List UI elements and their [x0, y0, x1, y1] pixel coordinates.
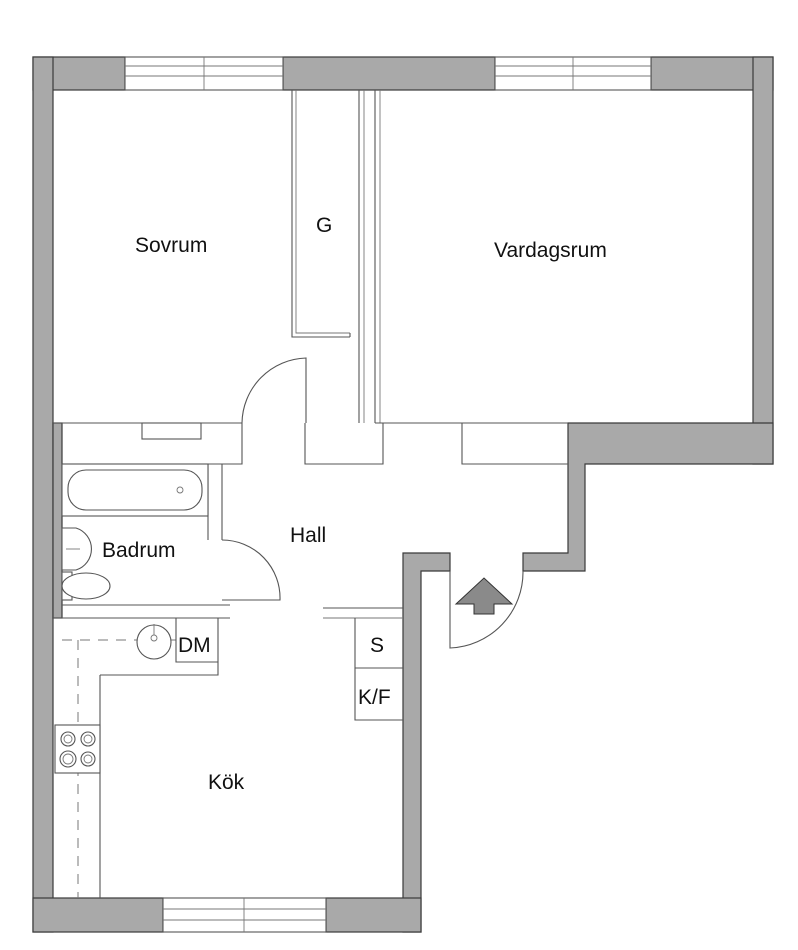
bath-sink-icon [61, 527, 92, 571]
door-badrum [221, 539, 281, 601]
windows [124, 56, 652, 933]
room-label-badrum: Badrum [102, 539, 176, 562]
sink-icon [136, 624, 172, 660]
fixtures [54, 463, 514, 774]
room-label-garderob: G [316, 214, 332, 237]
wall-bath-left-dark [52, 422, 63, 619]
wall-bottom-left [32, 897, 164, 933]
window-bottom [162, 897, 327, 933]
room-label-dm: DM [178, 634, 211, 657]
room-label-kf: K/F [358, 686, 391, 709]
room-label-sovrum: Sovrum [135, 234, 207, 257]
stove-icon [54, 724, 101, 774]
door-sovrum [241, 357, 307, 424]
toilet-icon [61, 571, 111, 601]
room-label-vardagsrum: Vardagsrum [494, 239, 607, 262]
room-label-hall: Hall [290, 524, 326, 547]
entrance-arrow-icon [454, 577, 514, 615]
wall-bottom-right [325, 897, 422, 933]
walls [32, 56, 774, 933]
room-label-kok: Kök [208, 771, 245, 794]
door-entrance [449, 570, 524, 649]
wall-entrance-kitchen [402, 552, 451, 933]
wall-right-step [522, 422, 774, 572]
wall-left [32, 56, 54, 933]
wall-right-upper [752, 56, 774, 465]
bathtub-icon [61, 463, 209, 517]
doors [221, 357, 524, 649]
wall-top-middle [282, 56, 496, 91]
room-labels: Sovrum G Vardagsrum Hall Badrum DM S K/F… [102, 214, 607, 794]
room-label-s: S [370, 634, 384, 657]
